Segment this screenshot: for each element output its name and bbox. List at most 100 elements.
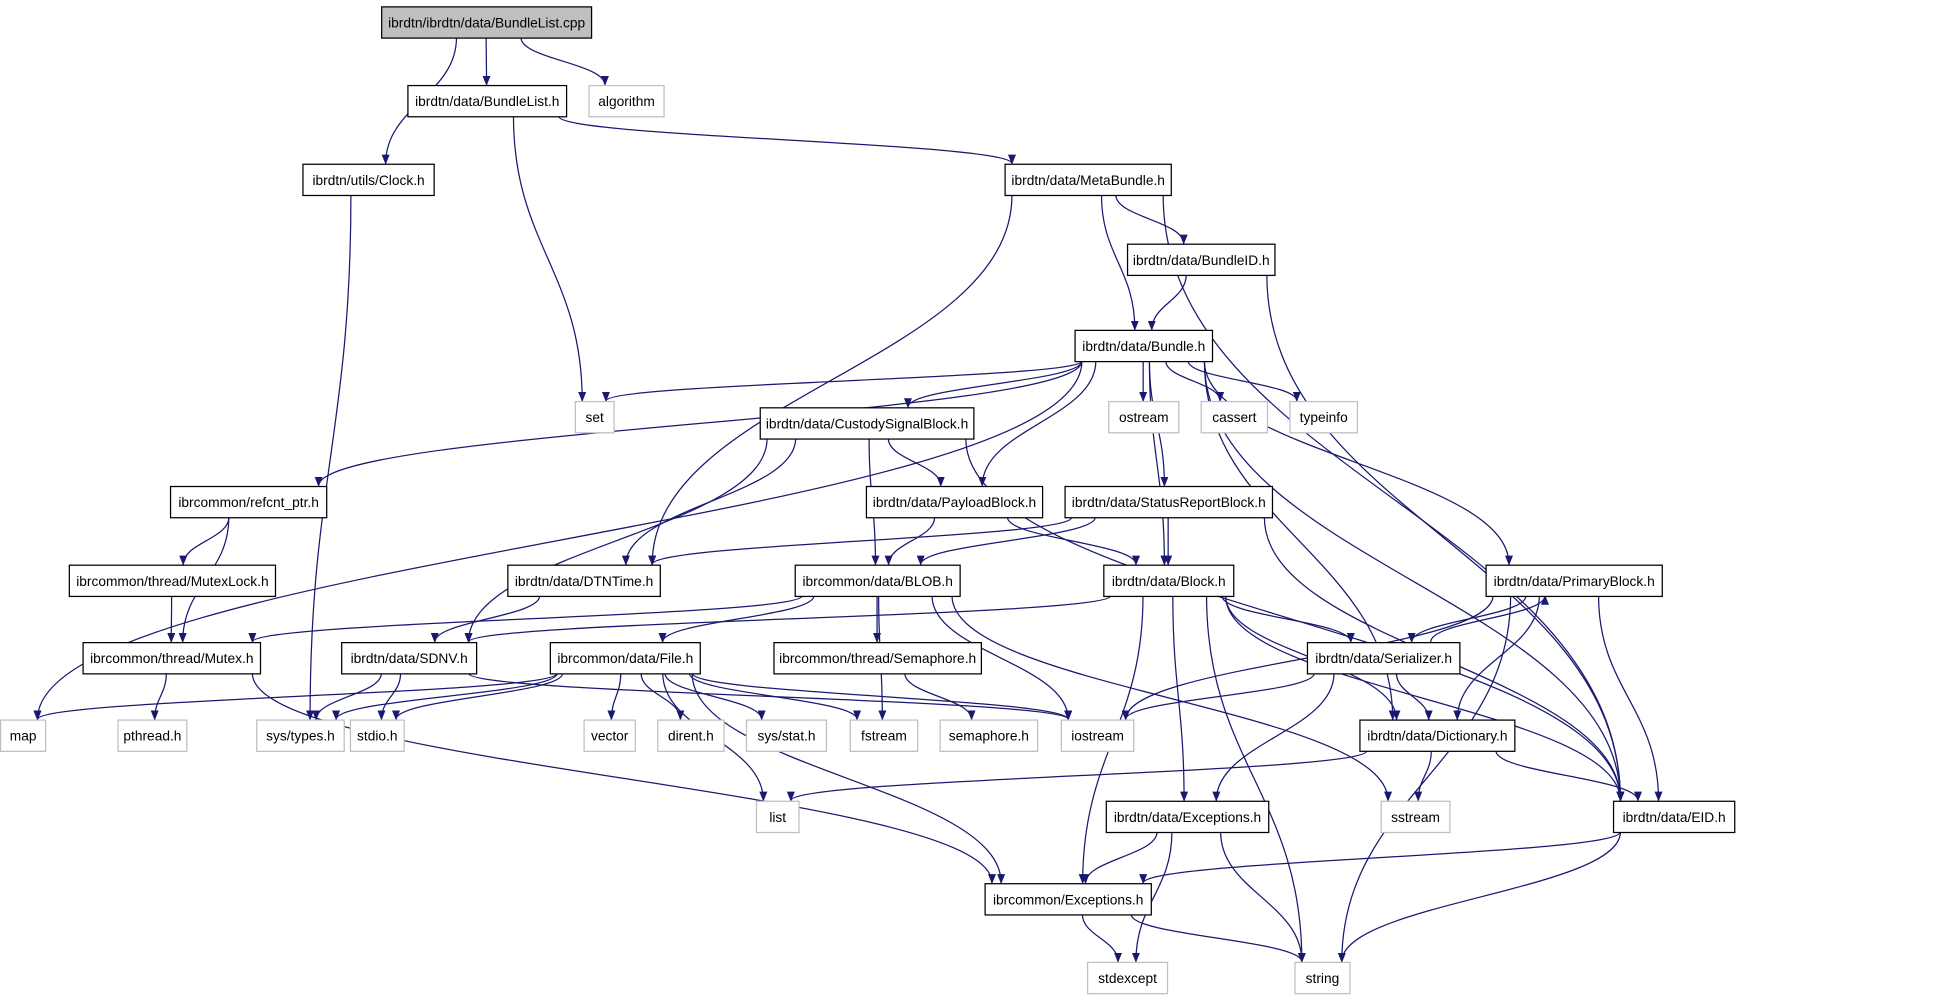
node-label: semaphore.h bbox=[949, 729, 1029, 744]
node-file-h[interactable]: ibrcommon/data/File.h bbox=[549, 642, 701, 675]
node-box bbox=[1060, 719, 1135, 752]
node-label: ibrcommon/thread/Semaphore.h bbox=[779, 651, 976, 666]
node-label: cassert bbox=[1212, 410, 1256, 425]
edge-bundle_h-to-set bbox=[602, 360, 1083, 402]
edge-primary_h-to-eid_h bbox=[1597, 595, 1663, 802]
edge-eid_h-to-ibrexceptions_h bbox=[1139, 831, 1622, 885]
node-bundle-h[interactable]: ibrdtn/data/Bundle.h bbox=[1074, 329, 1214, 363]
node-sdnv-h[interactable]: ibrdtn/data/SDNV.h bbox=[341, 642, 478, 675]
node-metabundle-h[interactable]: ibrdtn/data/MetaBundle.h bbox=[1004, 163, 1172, 197]
edge-bundle_h-to-payload_h bbox=[978, 360, 1097, 487]
node-box bbox=[1103, 564, 1235, 598]
edge-bundle_h-to-block_h bbox=[1148, 360, 1169, 566]
node-box bbox=[759, 407, 975, 440]
node-fstream: fstream bbox=[849, 719, 919, 752]
edge-metabundle_h-to-eid_h bbox=[1162, 194, 1625, 802]
node-label: ibrdtn/utils/Clock.h bbox=[312, 173, 424, 188]
node-box bbox=[773, 642, 982, 675]
node-payload-h[interactable]: ibrdtn/data/PayloadBlock.h bbox=[865, 485, 1044, 519]
edge-block_h-to-sdnv_h bbox=[464, 595, 1112, 644]
node-ibrexceptions-h[interactable]: ibrcommon/Exceptions.h bbox=[984, 883, 1152, 916]
node-primary-h[interactable]: ibrdtn/data/PrimaryBlock.h bbox=[1485, 564, 1663, 598]
node-refcnt-h[interactable]: ibrcommon/refcnt_ptr.h bbox=[169, 485, 328, 519]
node-label: ibrcommon/Exceptions.h bbox=[993, 892, 1143, 907]
node-label: sys/types.h bbox=[266, 729, 335, 744]
node-custody-h[interactable]: ibrdtn/data/CustodySignalBlock.h bbox=[759, 407, 975, 440]
node-box bbox=[939, 719, 1039, 752]
node-dirent: dirent.h bbox=[657, 719, 725, 752]
node-label: sys/stat.h bbox=[757, 729, 815, 744]
nodes-layer: ibrdtn/ibrdtn/data/BundleList.cpp ibrdtn/… bbox=[0, 6, 1736, 995]
edge-exceptions_h-to-string bbox=[1220, 831, 1306, 963]
node-label: dirent.h bbox=[668, 729, 714, 744]
node-box bbox=[0, 719, 47, 752]
edge-block_h-to-eid_h bbox=[1224, 595, 1625, 802]
edge-bundle_h-to-typeinfo bbox=[1187, 360, 1301, 402]
edge-clock_h-to-systypes bbox=[306, 194, 352, 721]
node-label: vector bbox=[591, 729, 629, 744]
node-map: map bbox=[0, 719, 47, 752]
edge-bundlelist_h-to-set bbox=[512, 116, 587, 402]
node-dictionary-h[interactable]: ibrdtn/data/Dictionary.h bbox=[1359, 719, 1516, 752]
node-label: ibrcommon/thread/Mutex.h bbox=[90, 651, 253, 666]
edge-file_h-to-dirent bbox=[640, 673, 685, 721]
node-label: iostream bbox=[1071, 729, 1124, 744]
node-ostream: ostream bbox=[1108, 400, 1180, 434]
edge-bundle_h-to-primary_h bbox=[1203, 360, 1513, 566]
node-label: algorithm bbox=[598, 94, 655, 109]
node-bundlelist-h[interactable]: ibrdtn/data/BundleList.h bbox=[407, 84, 568, 118]
edge-bundle_h-to-custody_h bbox=[904, 360, 1083, 409]
node-label: ibrcommon/data/File.h bbox=[557, 651, 693, 666]
node-label: ostream bbox=[1119, 410, 1169, 425]
node-dtntime-h[interactable]: ibrdtn/data/DTNTime.h bbox=[507, 564, 661, 598]
node-cpp[interactable]: ibrdtn/ibrdtn/data/BundleList.cpp bbox=[381, 6, 593, 39]
node-exceptions-h[interactable]: ibrdtn/data/Exceptions.h bbox=[1105, 800, 1270, 834]
node-list: list bbox=[755, 800, 800, 834]
node-statusreport-h[interactable]: ibrdtn/data/StatusReportBlock.h bbox=[1064, 485, 1274, 519]
node-box bbox=[849, 719, 919, 752]
node-box bbox=[341, 642, 478, 675]
node-semaphore-hdr[interactable]: ibrcommon/thread/Semaphore.h bbox=[773, 642, 982, 675]
node-mutexlock-h[interactable]: ibrcommon/thread/MutexLock.h bbox=[68, 564, 277, 598]
node-box bbox=[1105, 800, 1270, 834]
node-box bbox=[549, 642, 701, 675]
edge-custody_h-to-sdnv_h bbox=[464, 438, 768, 644]
node-label: pthread.h bbox=[123, 729, 181, 744]
edge-block_h-to-serializer_h bbox=[1221, 595, 1355, 644]
node-clock-h[interactable]: ibrdtn/utils/Clock.h bbox=[302, 163, 435, 197]
edge-statusreport_h-to-dtntime_h bbox=[648, 516, 1073, 566]
node-block-h[interactable]: ibrdtn/data/Block.h bbox=[1103, 564, 1235, 598]
edge-bundle_h-to-cassert bbox=[1165, 360, 1225, 402]
edge-bundle_h-to-eid_h bbox=[1203, 360, 1625, 802]
edge-file_h-to-iostream bbox=[691, 672, 1073, 721]
edge-exceptions_h-to-stdexcept bbox=[1131, 831, 1173, 963]
edge-primary_h-to-serializer_h bbox=[1407, 595, 1527, 644]
node-label: ibrcommon/data/BLOB.h bbox=[802, 574, 952, 589]
node-box bbox=[169, 485, 328, 519]
node-box bbox=[1380, 800, 1451, 834]
node-box bbox=[865, 485, 1044, 519]
node-label: ibrdtn/data/Serializer.h bbox=[1315, 651, 1452, 666]
edge-mutex_h-to-ibrexceptions_h bbox=[251, 673, 996, 885]
edge-ibrexceptions_h-to-string bbox=[1130, 914, 1306, 963]
edge-file_h-to-stdio bbox=[392, 673, 564, 721]
node-sstream: sstream bbox=[1380, 800, 1451, 834]
node-box bbox=[794, 564, 961, 598]
edge-exceptions_h-to-ibrexceptions_h bbox=[1081, 831, 1158, 885]
edge-ibrexceptions_h-to-stdexcept bbox=[1081, 914, 1123, 963]
node-stdexcept: stdexcept bbox=[1086, 961, 1169, 995]
node-label: ibrdtn/data/PayloadBlock.h bbox=[873, 495, 1036, 510]
node-box bbox=[1064, 485, 1274, 519]
edge-blob_h-to-mutex_h bbox=[248, 595, 803, 644]
node-mutex-h[interactable]: ibrcommon/thread/Mutex.h bbox=[82, 642, 262, 675]
node-box bbox=[984, 883, 1152, 916]
node-bundleid-h[interactable]: ibrdtn/data/BundleID.h bbox=[1126, 243, 1276, 277]
edge-metabundle_h-to-dtntime_h bbox=[648, 194, 1013, 566]
node-blob-h[interactable]: ibrcommon/data/BLOB.h bbox=[794, 564, 961, 598]
node-eid-h[interactable]: ibrdtn/data/EID.h bbox=[1612, 800, 1736, 834]
node-box bbox=[381, 6, 593, 39]
node-serializer-h[interactable]: ibrdtn/data/Serializer.h bbox=[1306, 642, 1461, 675]
node-label: ibrdtn/data/MetaBundle.h bbox=[1011, 173, 1165, 188]
edge-file_h-to-vector bbox=[607, 673, 622, 721]
